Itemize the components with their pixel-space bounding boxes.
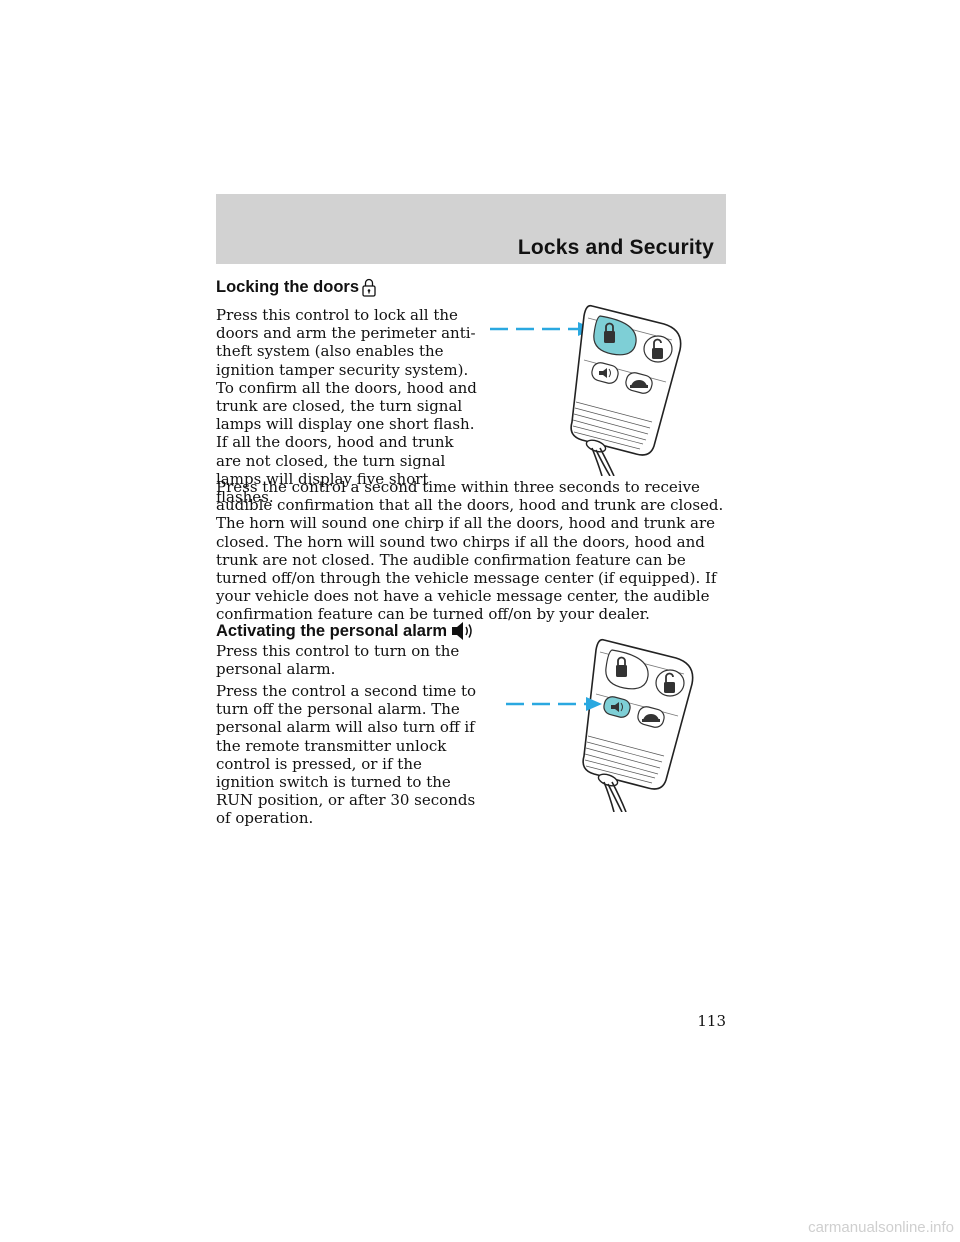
section-header-band: Locks and Security [216,194,726,264]
key-ring-cable [591,447,615,476]
footer-watermark: carmanualsonline.info [808,1219,954,1236]
personal-alarm-paragraph-1: Press this control to turn on the person… [216,642,460,679]
unlock-button-icon [652,338,663,359]
personal-alarm-heading-text: Activating the personal alarm [216,621,448,640]
locking-doors-heading: Locking the doors [216,278,376,297]
remote-fob-lock-figure [490,304,682,476]
locking-doors-paragraph-2: Press the control a second time within t… [216,478,724,624]
unlock-button-icon [664,672,675,693]
pointer-arrow [506,697,602,711]
personal-alarm-paragraph-2: Press the control a second time to turn … [216,682,477,828]
trunk-button-icon [630,380,648,388]
locking-doors-heading-text: Locking the doors [216,278,360,296]
lock-button-icon [616,656,627,677]
personal-alarm-heading: Activating the personal alarm [216,620,476,642]
lock-button-icon [604,322,615,343]
panic-button-icon [599,368,611,378]
panic-button-icon [611,702,623,712]
key-fob [570,304,682,456]
key-ring-cable [603,781,627,812]
lock-icon [362,278,376,297]
speaker-icon [452,622,472,640]
key-fob [582,638,694,790]
page-section-title: Locks and Security [517,236,714,259]
page-number: 113 [697,1012,726,1030]
remote-fob-alarm-figure [506,638,694,812]
trunk-button-icon [642,714,660,722]
locking-doors-paragraph-1: Press this control to lock all the doors… [216,306,477,507]
pointer-arrow [490,322,594,336]
